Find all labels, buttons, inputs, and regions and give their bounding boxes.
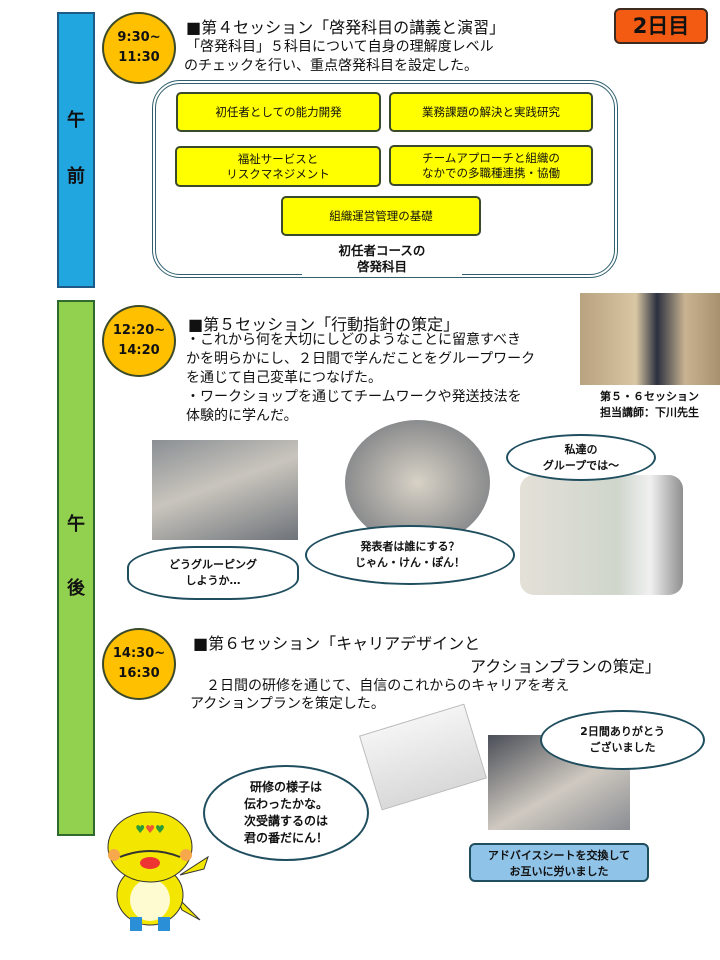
subject-box: 福祉サービスとリスクマネジメント bbox=[175, 146, 381, 187]
time-end: 14:20 bbox=[118, 343, 160, 358]
time-badge-s5: 12:20~ 14:20 bbox=[102, 305, 176, 377]
caption-line: 担当講師：下川先生 bbox=[600, 406, 699, 419]
subject-label: チームアプローチと組織の bbox=[422, 150, 560, 165]
speech-bubble-ourgroup: 私達のグループでは～ bbox=[506, 434, 656, 481]
time-end: 11:30 bbox=[118, 50, 160, 65]
speech-bubble-mascot: 研修の様子は伝わったかな。次受講するのは君の番だにん！ bbox=[203, 765, 369, 861]
subject-label: 福祉サービスと bbox=[237, 151, 319, 166]
subject-box: 初任者としての能力開発 bbox=[176, 92, 381, 132]
time-start: 14:30~ bbox=[112, 646, 166, 661]
text-line: ・ワークショップを通じてチームワークや発送技法を bbox=[186, 389, 522, 405]
afternoon-label-1: 午 bbox=[67, 514, 85, 535]
bubble-text: グループでは～ bbox=[542, 458, 620, 472]
subjects-frame bbox=[152, 80, 618, 278]
session4-text: のチェックを行い、重点啓発科目を設定した。 bbox=[184, 58, 478, 74]
session4-text: 「啓発科目」５科目について自身の理解度レベル bbox=[186, 39, 494, 55]
subject-box: チームアプローチと組織のなかでの多職種連携・協働 bbox=[389, 145, 593, 186]
caption-line: 初任者コースの bbox=[338, 243, 426, 258]
bubble-text: 研修の様子は bbox=[249, 780, 322, 794]
time-start: 9:30~ bbox=[117, 30, 161, 45]
caption-line: アドバイスシートを交換して bbox=[487, 849, 631, 862]
subject-label: なかでの多職種連携・協働 bbox=[422, 165, 560, 180]
groupwork-photo bbox=[152, 440, 298, 540]
subject-label: 組織運営管理の基礎 bbox=[329, 208, 433, 223]
text-line: かを明らかにし、２日間で学んだことをグループワーク bbox=[186, 351, 536, 367]
bubble-text: じゃん・けん・ぽん！ bbox=[355, 556, 465, 569]
morning-label-1: 午 bbox=[67, 110, 85, 131]
bubble-text: 君の番だにん！ bbox=[243, 831, 328, 845]
text-line: を通じて自己変革につなげた。 bbox=[186, 370, 382, 386]
bubble-text: 次受講するのは bbox=[243, 814, 328, 828]
bubble-text: 私達の bbox=[564, 442, 598, 456]
caption-line: 啓発科目 bbox=[356, 259, 407, 274]
speech-bubble-grouping: どうグルーピングしようか… bbox=[127, 546, 299, 600]
morning-label-2: 前 bbox=[67, 166, 85, 187]
session6-title-1: ■第６セッション「キャリアデザインと bbox=[193, 634, 481, 653]
session5-title: ■第５セッション「行動指針の策定」 bbox=[188, 315, 460, 334]
time-start: 12:20~ bbox=[112, 323, 166, 338]
advice-sheet-photo bbox=[359, 703, 487, 811]
subject-box: 組織運営管理の基礎 bbox=[281, 196, 481, 236]
session6-text: アクションプランを策定した。 bbox=[190, 696, 385, 712]
subject-label: 初任者としての能力開発 bbox=[215, 104, 342, 119]
text-line: 体験的に学んだ。 bbox=[186, 408, 298, 424]
bubble-text: どうグルーピング bbox=[169, 558, 257, 571]
afternoon-bar: 午 後 bbox=[57, 300, 95, 836]
lecturer-photo bbox=[580, 293, 720, 385]
time-end: 16:30 bbox=[118, 666, 160, 681]
bubble-text: 2日間ありがとう bbox=[580, 725, 665, 738]
bubble-text: 発表者は誰にする？ bbox=[360, 540, 460, 553]
session5-text: ・これから何を大切にしどのようなことに留意すべき かを明らかにし、２日間で学んだ… bbox=[186, 331, 535, 426]
speech-bubble-presenter: 発表者は誰にする？ じゃん・けん・ぽん！ bbox=[305, 525, 515, 585]
session6-title-2: アクションプランの策定」 bbox=[470, 657, 661, 676]
advice-caption: アドバイスシートを交換してお互いに労いました bbox=[469, 843, 649, 882]
afternoon-label-2: 後 bbox=[67, 578, 85, 599]
caption-line: 第５・６セッション bbox=[600, 390, 699, 403]
session4-title: ■第４セッション「啓発科目の講義と演習」 bbox=[186, 18, 506, 37]
morning-bar: 午 前 bbox=[57, 12, 95, 288]
text-line: ・これから何を大切にしどのようなことに留意すべき bbox=[186, 332, 522, 348]
svg-text:♥♥♥: ♥♥♥ bbox=[135, 823, 165, 836]
subject-label: 業務課題の解決と実践研究 bbox=[422, 104, 560, 119]
session6-text: ２日間の研修を通じて、自信のこれからのキャリアを考え bbox=[192, 678, 570, 694]
bubble-text: 伝わったかな。 bbox=[243, 797, 328, 811]
bubble-text: しようか… bbox=[185, 574, 241, 587]
speech-bubble-thanks: 2日間ありがとうございました bbox=[540, 710, 705, 770]
bubble-text: ございました bbox=[589, 741, 656, 754]
lecturer-caption: 第５・６セッション担当講師：下川先生 bbox=[600, 389, 699, 421]
subject-label: リスクマネジメント bbox=[226, 166, 330, 181]
time-badge-s4: 9:30~ 11:30 bbox=[102, 12, 176, 84]
time-badge-s6: 14:30~ 16:30 bbox=[102, 628, 176, 700]
caption-line: お互いに労いました bbox=[509, 865, 609, 878]
subjects-caption: 初任者コースの啓発科目 bbox=[302, 243, 462, 275]
mascot-character-icon: ♥♥♥ bbox=[107, 811, 209, 931]
presentation-photo bbox=[520, 475, 683, 595]
subject-box: 業務課題の解決と実践研究 bbox=[389, 92, 593, 132]
day-badge: 2日目 bbox=[614, 8, 708, 44]
